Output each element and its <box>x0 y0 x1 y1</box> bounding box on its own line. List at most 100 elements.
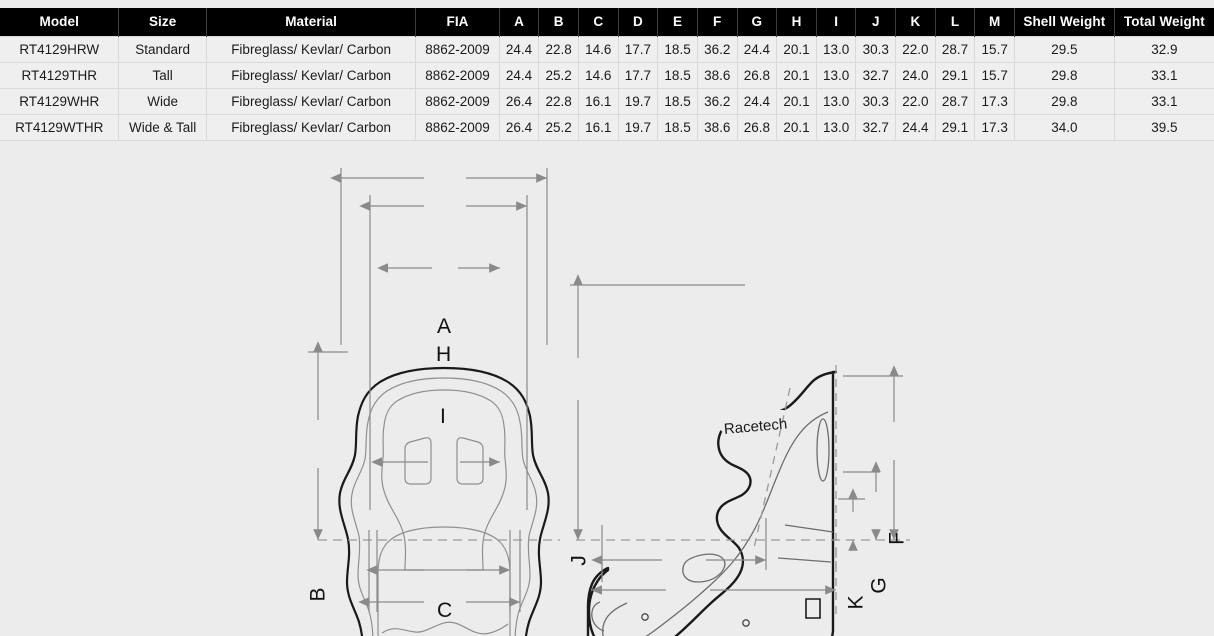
cell-fia: 8862-2009 <box>415 114 500 141</box>
cell-shell-weight: 29.8 <box>1014 88 1115 115</box>
table-header-row: Model Size Material FIA A B C D E F G H … <box>0 8 1214 37</box>
cell-d: 19.7 <box>618 114 659 141</box>
column-header-h: H <box>776 8 817 37</box>
column-header-i: I <box>816 8 857 37</box>
column-header-total-weight: Total Weight <box>1114 8 1214 37</box>
cell-f: 36.2 <box>697 36 738 63</box>
drawing-background <box>0 150 1214 636</box>
cell-h: 20.1 <box>776 62 817 89</box>
cell-l: 29.1 <box>935 114 976 141</box>
cell-a: 24.4 <box>499 62 540 89</box>
column-header-f: F <box>697 8 738 37</box>
cell-j: 30.3 <box>855 88 897 115</box>
cell-a: 24.4 <box>499 36 540 63</box>
cell-c: 16.1 <box>578 114 619 141</box>
dimension-label-g: G <box>867 577 891 594</box>
cell-k: 24.4 <box>895 114 936 141</box>
cell-fia: 8862-2009 <box>415 62 500 89</box>
cell-e: 18.5 <box>657 62 698 89</box>
cell-k: 24.0 <box>895 62 936 89</box>
cell-j: 32.7 <box>855 114 897 141</box>
spec-table: Model Size Material FIA A B C D E F G H … <box>0 8 1214 141</box>
table-row: RT4129WTHR Wide & Tall Fibreglass/ Kevla… <box>0 114 1214 141</box>
column-header-c: C <box>578 8 619 37</box>
cell-k: 22.0 <box>895 36 936 63</box>
cell-h: 20.1 <box>776 36 817 63</box>
dimension-lines-side <box>570 274 903 595</box>
cell-a: 26.4 <box>499 114 540 141</box>
column-header-fia: FIA <box>415 8 500 37</box>
dimension-label-a: A <box>437 315 452 338</box>
cell-size: Wide <box>118 88 207 115</box>
cell-size: Tall <box>118 62 207 89</box>
cell-i: 13.0 <box>816 36 857 63</box>
column-header-g: G <box>737 8 778 37</box>
cell-b: 22.8 <box>538 36 579 63</box>
cell-f: 36.2 <box>697 88 738 115</box>
column-header-k: K <box>895 8 936 37</box>
cell-l: 28.7 <box>935 36 976 63</box>
cell-m: 17.3 <box>974 114 1016 141</box>
cell-h: 20.1 <box>776 114 817 141</box>
cell-model: RT4129HRW <box>0 36 120 63</box>
cell-m: 17.3 <box>974 88 1016 115</box>
dimension-label-f: F <box>885 532 909 545</box>
cell-m: 15.7 <box>974 36 1016 63</box>
cell-m: 15.7 <box>974 62 1016 89</box>
table-row: RT4129WHR Wide Fibreglass/ Kevlar/ Carbo… <box>0 88 1214 115</box>
cell-total-weight: 33.1 <box>1114 88 1214 115</box>
cell-material: Fibreglass/ Kevlar/ Carbon <box>206 114 417 141</box>
cell-total-weight: 32.9 <box>1114 36 1214 63</box>
table-row: RT4129HRW Standard Fibreglass/ Kevlar/ C… <box>0 36 1214 63</box>
cell-g: 24.4 <box>737 36 778 63</box>
column-header-j: J <box>855 8 897 37</box>
table-row: RT4129THR Tall Fibreglass/ Kevlar/ Carbo… <box>0 62 1214 89</box>
column-header-d: D <box>618 8 659 37</box>
cell-material: Fibreglass/ Kevlar/ Carbon <box>206 62 417 89</box>
dimension-label-i: I <box>440 405 446 428</box>
cell-h: 20.1 <box>776 88 817 115</box>
cell-e: 18.5 <box>657 114 698 141</box>
cell-g: 26.8 <box>737 62 778 89</box>
cell-total-weight: 39.5 <box>1114 114 1214 141</box>
cell-b: 22.8 <box>538 88 579 115</box>
cell-f: 38.6 <box>697 62 738 89</box>
column-header-shell-weight: Shell Weight <box>1014 8 1115 37</box>
side-view-seat <box>586 370 838 636</box>
cell-g: 26.8 <box>737 114 778 141</box>
column-header-l: L <box>935 8 976 37</box>
column-header-model: Model <box>0 8 120 37</box>
cell-e: 18.5 <box>657 36 698 63</box>
cell-d: 17.7 <box>618 62 659 89</box>
cell-shell-weight: 34.0 <box>1014 114 1115 141</box>
column-header-material: Material <box>206 8 417 37</box>
dimension-label-c: C <box>437 599 453 622</box>
cell-i: 13.0 <box>816 114 857 141</box>
cell-e: 18.5 <box>657 88 698 115</box>
column-header-m: M <box>974 8 1016 37</box>
cell-size: Wide & Tall <box>118 114 207 141</box>
cell-fia: 8862-2009 <box>415 88 500 115</box>
cell-material: Fibreglass/ Kevlar/ Carbon <box>206 88 417 115</box>
cell-model: RT4129WTHR <box>0 114 120 141</box>
cell-b: 25.2 <box>538 114 579 141</box>
cell-model: RT4129WHR <box>0 88 120 115</box>
cell-g: 24.4 <box>737 88 778 115</box>
dimension-label-h: H <box>436 343 452 366</box>
cell-i: 13.0 <box>816 88 857 115</box>
cell-material: Fibreglass/ Kevlar/ Carbon <box>206 36 417 63</box>
cell-a: 26.4 <box>499 88 540 115</box>
dimension-label-j: J <box>567 555 591 566</box>
cell-shell-weight: 29.5 <box>1014 36 1115 63</box>
dimension-label-b: B <box>306 587 330 602</box>
cell-c: 14.6 <box>578 36 619 63</box>
cell-c: 16.1 <box>578 88 619 115</box>
cell-j: 32.7 <box>855 62 897 89</box>
cell-total-weight: 33.1 <box>1114 62 1214 89</box>
cell-k: 22.0 <box>895 88 936 115</box>
cell-j: 30.3 <box>855 36 897 63</box>
spec-table-container: Model Size Material FIA A B C D E F G H … <box>0 8 1214 141</box>
dimension-lines-front <box>308 168 548 612</box>
column-header-size: Size <box>118 8 207 37</box>
